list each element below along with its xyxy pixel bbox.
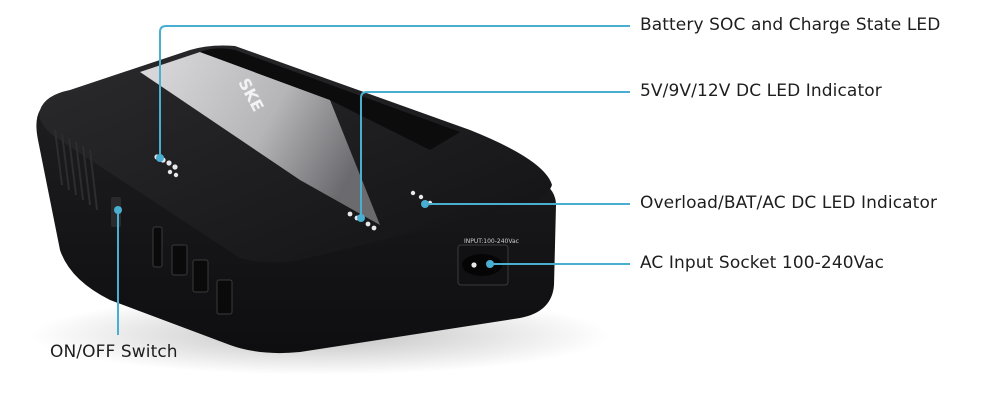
callout-power-switch: ON/OFF Switch — [50, 342, 178, 362]
callout-battery-soc: Battery SOC and Charge State LED — [640, 15, 941, 35]
dc-output-jacks — [171, 244, 233, 315]
callout-ac-input: AC Input Socket 100-240Vac — [640, 253, 885, 273]
top-stripe — [200, 48, 460, 150]
usb-port — [152, 226, 163, 268]
callout-dc-led: 5V/9V/12V DC LED Indicator — [640, 81, 882, 101]
ac-socket-hole — [462, 254, 502, 276]
callout-overload-led: Overload/BAT/AC DC LED Indicator — [640, 193, 938, 213]
glossy-panel — [140, 52, 380, 225]
callout-dots — [114, 154, 494, 268]
callout-lines — [117, 25, 630, 335]
ac-socket-label: INPUT:100-240Vac — [464, 238, 519, 245]
vent-grille — [54, 129, 98, 211]
overload-led-group — [410, 190, 433, 206]
